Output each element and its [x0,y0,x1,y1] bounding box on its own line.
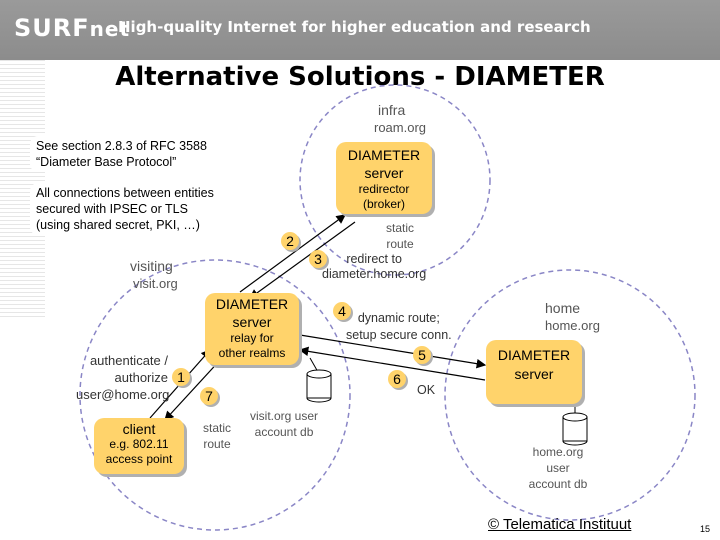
relay-sub-line: other realms [218,346,286,360]
header-banner: SURFnet High-quality Internet for higher… [0,0,720,60]
header-tagline: High-quality Internet for higher educati… [118,18,591,36]
visit-db-icon [306,369,332,403]
rfc-note: See section 2.8.3 of RFC 3588 “Diameter … [30,136,213,172]
home-domain-circle [444,269,696,521]
static-route-top-label: static route [386,220,414,252]
redirector-title-line: DIAMETER [347,147,421,163]
logo-main-text: SURF [14,14,90,42]
arrow-relay-to-home [299,334,487,369]
relay-sub: relay for other realms [205,331,299,361]
ipsec-note-line: (using shared secret, PKI, …) [36,218,200,232]
step-4-badge: 4 [333,302,351,320]
home-server-title-line: server [514,366,554,382]
static-route-bottom-line: route [203,437,231,451]
page-number: 15 [700,524,711,534]
home-db-line: home.org [532,445,584,459]
client-sub-line: e.g. 802.11 [109,437,169,451]
visit-db-label: visit.org user account db [250,408,318,440]
authenticate-line: user@home.org [76,387,170,402]
static-route-bottom-line: static [203,421,232,435]
redirect-label: redirect to diameter.home.org [322,252,426,282]
step-6-badge: 6 [388,370,406,388]
visit-db-line: account db [254,425,314,439]
step-5-badge: 5 [413,346,431,364]
redirector-sub-line: redirector [358,182,410,196]
logo-suffix-text: net [89,17,131,41]
redirector-sub: redirector (broker) [336,182,432,212]
home-server-title: DIAMETER server [486,346,582,384]
authenticate-line: authenticate / [89,353,168,368]
surfnet-logo: SURFnet [14,14,130,42]
relay-title-line: server [232,314,272,330]
client-sub-line: access point [105,452,173,466]
static-route-top-line: route [386,237,414,251]
dynamic-route-line: setup secure conn. [346,328,452,342]
step-2-badge: 2 [281,232,299,250]
redirect-line: diameter.home.org [322,267,427,281]
home-db-line: user [546,461,570,475]
client-sub: e.g. 802.11 access point [94,437,184,467]
visiting-label: visiting [130,258,173,274]
arrow-redirector-to-relay [249,221,356,299]
visiting-realm: visit.org [133,276,178,291]
authenticate-label: authenticate / authorize user@home.org [76,352,170,403]
dynamic-route-line: dynamic route; [357,311,440,325]
copyright-link[interactable]: © Telematica Instituut [488,516,632,533]
ok-label: OK [417,383,436,397]
visiting-domain-circle [79,259,351,531]
arrow-relay-to-redirector [239,214,346,293]
redirector-sub-line: (broker) [362,197,405,211]
slide-title: Alternative Solutions - DIAMETER [115,62,605,92]
client-title: client [122,421,156,437]
diameter-redirector-box: DIAMETER server redirector (broker) [336,142,432,214]
home-label: home [545,300,581,316]
client-box: client e.g. 802.11 access point [94,418,184,474]
static-route-bottom-label: static route [203,420,231,452]
home-db-icon [562,412,588,446]
arrow-home-to-relay [298,346,486,381]
home-db-label: home.org user account db [522,444,594,492]
static-route-top-line: static [386,221,415,235]
relay-title-line: DIAMETER [215,296,289,312]
authenticate-line: authorize [114,370,168,385]
home-server-title-line: DIAMETER [497,347,571,363]
rfc-note-line: “Diameter Base Protocol” [36,155,177,169]
diameter-relay-box: DIAMETER server relay for other realms [205,293,299,365]
step-7-badge: 7 [200,387,218,405]
ipsec-note: All connections between entities secured… [30,183,220,235]
relay-title: DIAMETER server [205,295,299,331]
redirector-title: DIAMETER server [336,146,432,182]
ipsec-note-line: All connections between entities [36,186,214,200]
home-db-line: account db [528,477,588,491]
infra-domain-circle [299,84,491,276]
home-realm: home.org [545,318,600,333]
arrow-relay-to-client [164,357,223,421]
redirector-title-line: server [364,165,404,181]
infra-realm: roam.org [374,120,427,135]
visit-db-line: visit.org user [250,409,319,423]
rfc-note-line: See section 2.8.3 of RFC 3588 [36,139,207,153]
step-1-badge: 1 [172,368,190,386]
dynamic-route-label: dynamic route; setup secure conn. [346,310,452,344]
ipsec-note-line: secured with IPSEC or TLS [36,202,188,216]
step-3-badge: 3 [309,250,327,268]
diameter-home-server-box: DIAMETER server [486,340,582,404]
infra-label: infra [378,102,406,118]
relay-sub-line: relay for [230,331,274,345]
redirect-line: redirect to [346,252,402,266]
